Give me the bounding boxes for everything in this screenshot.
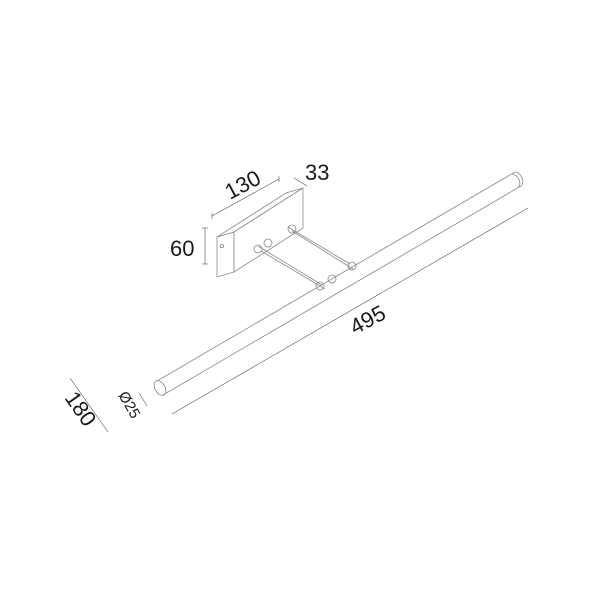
light-tube (153, 171, 524, 396)
dim-bar-length: 495 (346, 300, 390, 339)
dim-projection: 180 (60, 387, 102, 431)
dim-base-depth: 33 (305, 160, 329, 185)
screw-icon (219, 243, 224, 248)
dim-base-width: 130 (221, 165, 265, 204)
dimension-lines (69, 176, 529, 433)
lamp-outline (153, 171, 524, 396)
dim-base-height: 60 (170, 236, 194, 261)
wall-base (216, 187, 304, 278)
support-arms (253, 224, 357, 291)
